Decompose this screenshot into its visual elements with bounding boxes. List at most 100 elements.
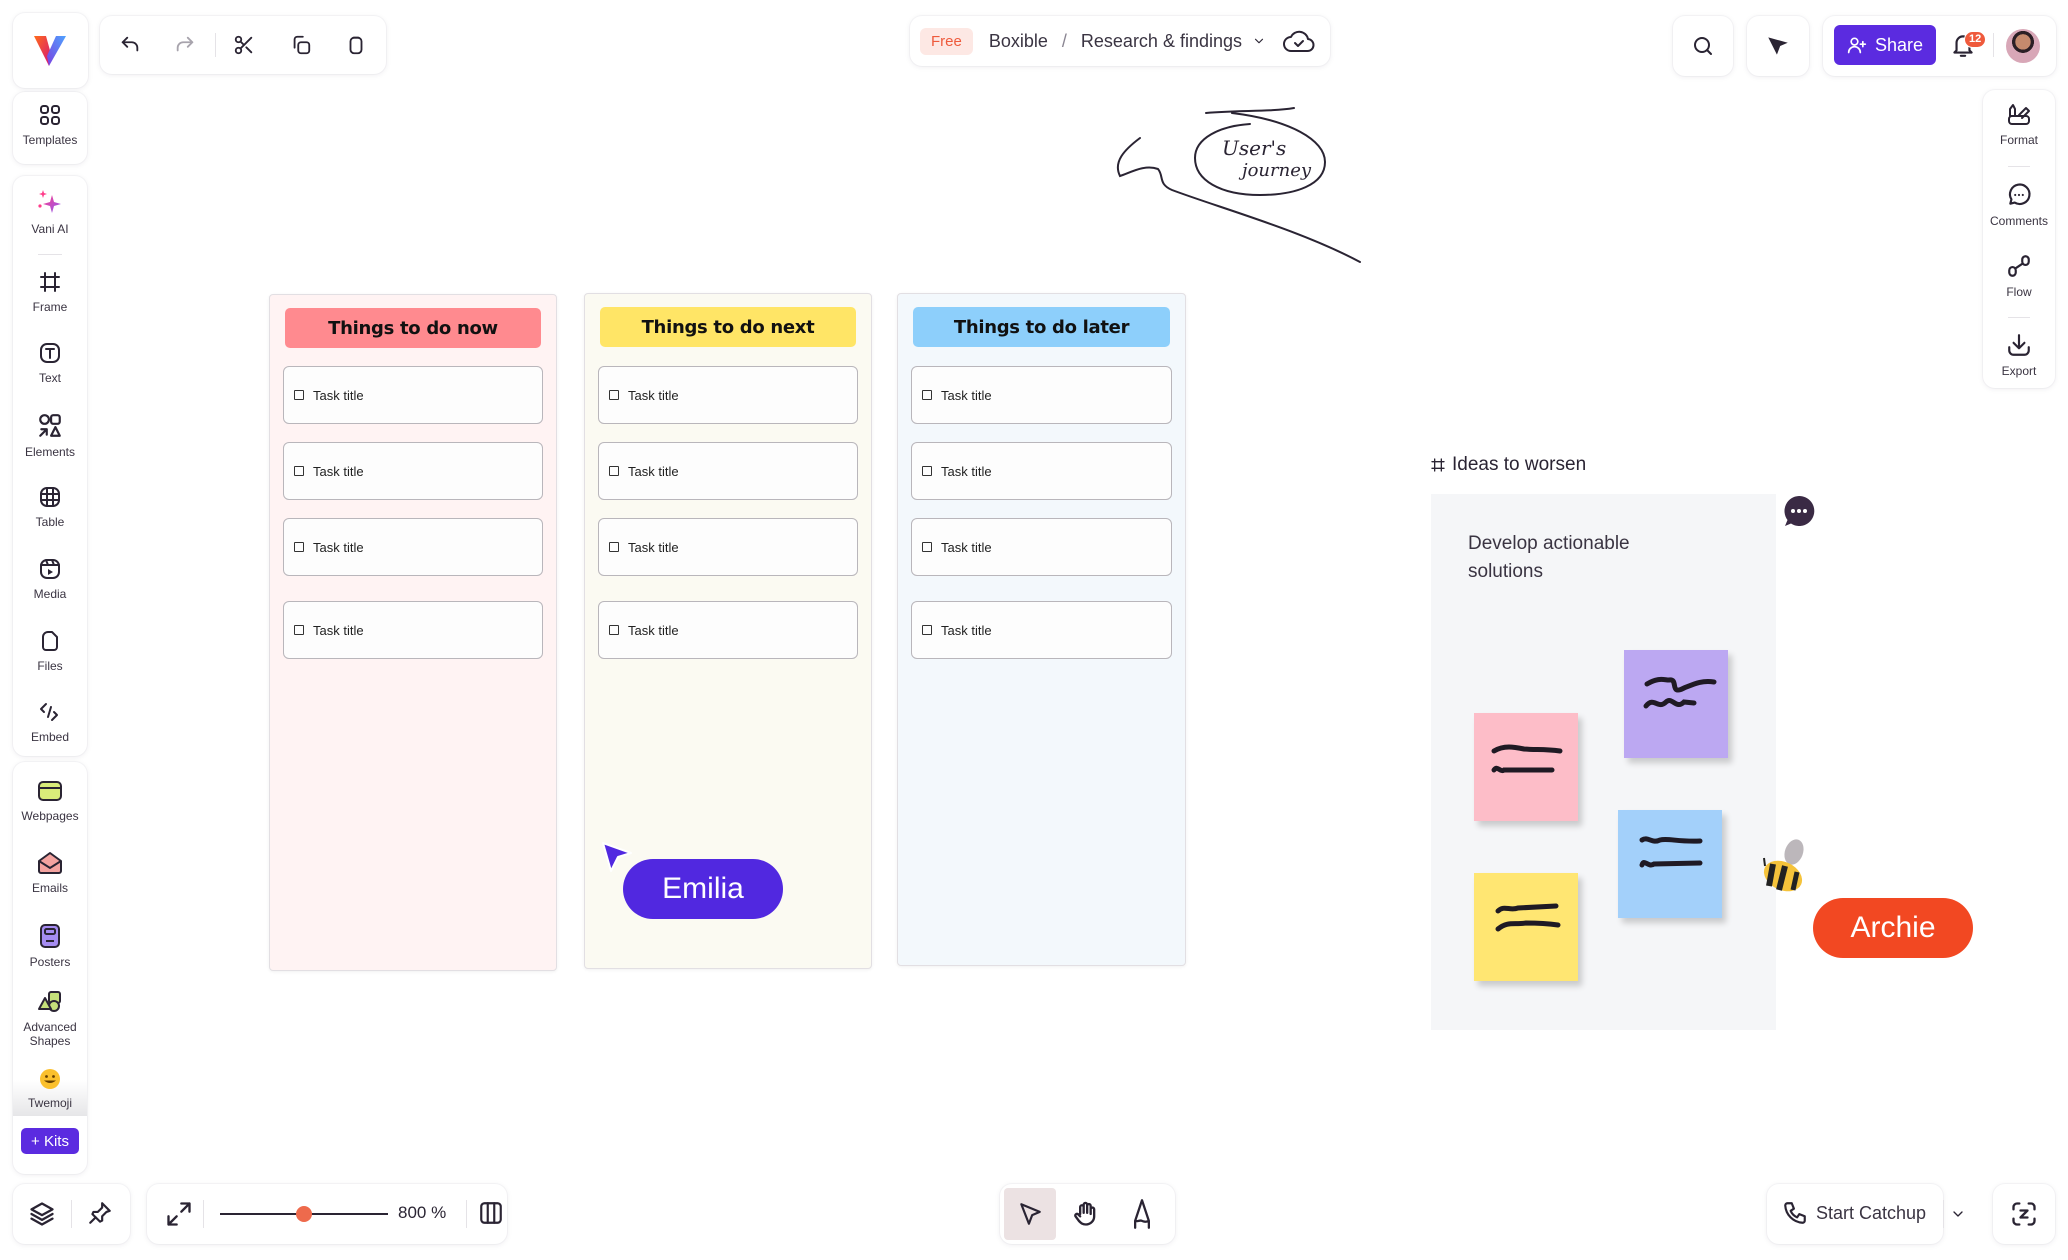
task-checkbox[interactable]: [609, 542, 619, 552]
column-header[interactable]: Things to do next: [600, 307, 856, 347]
advanced-shapes-icon: [38, 991, 61, 1012]
select-tool-button[interactable]: [1004, 1188, 1056, 1240]
search-icon: [1694, 37, 1712, 55]
task-checkbox[interactable]: [294, 390, 304, 400]
zoom-slider-thumb[interactable]: [296, 1206, 312, 1222]
comment-thread-icon: [1784, 495, 1815, 526]
scribble: [1495, 903, 1561, 932]
task-card[interactable]: Task title: [283, 442, 543, 500]
task-checkbox[interactable]: [922, 542, 932, 552]
workspace-link[interactable]: Boxible: [988, 30, 1048, 51]
task-checkbox[interactable]: [922, 466, 932, 476]
sticky-note-purple[interactable]: [1624, 650, 1728, 758]
column-later[interactable]: Things to do later Task title Task title…: [897, 293, 1186, 966]
sidebar-item-media[interactable]: Media: [13, 557, 87, 601]
sidebar-item-posters[interactable]: Posters: [13, 923, 87, 969]
layers-button[interactable]: [28, 1200, 56, 1228]
sticky-note-blue[interactable]: [1618, 810, 1722, 918]
task-card[interactable]: Task title: [598, 518, 858, 576]
sidebar-item-frame[interactable]: Frame: [13, 270, 87, 314]
bottom-divider: [71, 1200, 72, 1228]
fit-screen-button[interactable]: [165, 1200, 193, 1228]
copy-icon: [293, 35, 311, 55]
share-button[interactable]: Share: [1834, 25, 1936, 65]
column-header[interactable]: Things to do now: [285, 308, 541, 348]
cut-button[interactable]: [226, 27, 262, 63]
task-card[interactable]: Task title: [911, 518, 1172, 576]
hand-tool-button[interactable]: [1072, 1200, 1100, 1228]
undo-button[interactable]: [112, 27, 148, 63]
media-icon: [40, 559, 60, 579]
sidebar-item-table[interactable]: Table: [13, 485, 87, 529]
sidebar-item-twemoji[interactable]: Twemoji: [13, 1068, 87, 1110]
task-checkbox[interactable]: [609, 466, 619, 476]
copy-button[interactable]: [283, 27, 319, 63]
tools-panel: [13, 176, 87, 756]
task-checkbox[interactable]: [294, 542, 304, 552]
sidebar-item-text[interactable]: Text: [13, 341, 87, 385]
redo-button[interactable]: [167, 27, 203, 63]
pen-tool-button[interactable]: [1128, 1198, 1156, 1230]
redo-icon: [176, 36, 194, 52]
comment-bubble[interactable]: [1782, 494, 1816, 528]
task-card[interactable]: Task title: [283, 518, 543, 576]
catchup-dropdown[interactable]: [1950, 1206, 1966, 1222]
bottom-divider: [1943, 1200, 1944, 1228]
task-checkbox[interactable]: [294, 625, 304, 635]
task-card[interactable]: Task title: [911, 601, 1172, 659]
user-avatar[interactable]: [2006, 29, 2040, 63]
column-now[interactable]: Things to do now Task title Task title T…: [269, 294, 557, 971]
kits-button[interactable]: + Kits: [21, 1128, 79, 1154]
cloud-check-icon[interactable]: [1282, 28, 1316, 54]
task-card[interactable]: Task title: [283, 366, 543, 424]
task-card[interactable]: Task title: [598, 601, 858, 659]
sidebar-item-export[interactable]: Export: [1983, 332, 2055, 378]
right-divider: [2008, 166, 2030, 167]
hand-icon: [1074, 1201, 1096, 1226]
task-checkbox[interactable]: [922, 390, 932, 400]
sidebar-item-emails[interactable]: Emails: [13, 851, 87, 895]
task-checkbox[interactable]: [609, 390, 619, 400]
sidebar-item-templates[interactable]: Templates: [13, 103, 87, 147]
text-icon: [40, 343, 60, 363]
task-card[interactable]: Task title: [598, 442, 858, 500]
sidebar-item-embed[interactable]: Embed: [13, 700, 87, 744]
column-header[interactable]: Things to do later: [913, 307, 1170, 347]
toolbar-divider: [215, 33, 216, 57]
minimap-button[interactable]: [478, 1200, 504, 1226]
plan-badge[interactable]: Free: [920, 27, 973, 55]
sidebar-item-vani-ai[interactable]: Vani AI: [13, 188, 87, 236]
sticky-note-pink[interactable]: [1474, 713, 1578, 821]
task-card[interactable]: Task title: [911, 442, 1172, 500]
sidebar-item-advanced-shapes[interactable]: Advanced Shapes: [13, 990, 87, 1048]
paste-button[interactable]: [338, 27, 374, 63]
board-title[interactable]: Research & findings: [1080, 30, 1242, 51]
column-next[interactable]: Things to do next Task title Task title …: [584, 293, 872, 969]
task-checkbox[interactable]: [294, 466, 304, 476]
frame-title[interactable]: Ideas to worsen: [1430, 454, 1586, 476]
start-catchup-button[interactable]: Start Catchup: [1782, 1200, 1926, 1226]
follow-pointer-button[interactable]: [1747, 16, 1809, 76]
sidebar-item-files[interactable]: Files: [13, 629, 87, 673]
logo-panel[interactable]: [13, 13, 88, 88]
task-card[interactable]: Task title: [598, 366, 858, 424]
sidebar-item-comments[interactable]: Comments: [1983, 182, 2055, 228]
layers-icon: [30, 1202, 54, 1226]
sidebar-item-elements[interactable]: Elements: [13, 413, 87, 459]
frame-text[interactable]: Develop actionable solutions: [1468, 533, 1630, 582]
sidebar-item-flow[interactable]: Flow: [1983, 253, 2055, 299]
search-button[interactable]: [1673, 16, 1733, 76]
sidebar-item-webpages[interactable]: Webpages: [13, 779, 87, 823]
chevron-down-icon[interactable]: [1252, 34, 1266, 48]
task-checkbox[interactable]: [922, 625, 932, 635]
sidebar-item-format[interactable]: Format: [1983, 103, 2055, 147]
task-checkbox[interactable]: [609, 625, 619, 635]
pin-button[interactable]: [87, 1200, 113, 1226]
task-card[interactable]: Task title: [283, 601, 543, 659]
annotation-line-2: journey: [1238, 160, 1312, 181]
sticky-note-yellow[interactable]: [1474, 873, 1578, 981]
focus-mode-button[interactable]: [1993, 1184, 2055, 1244]
bottom-divider: [203, 1200, 204, 1228]
task-card[interactable]: Task title: [911, 366, 1172, 424]
users-journey-annotation[interactable]: User's journey: [1060, 80, 1380, 280]
